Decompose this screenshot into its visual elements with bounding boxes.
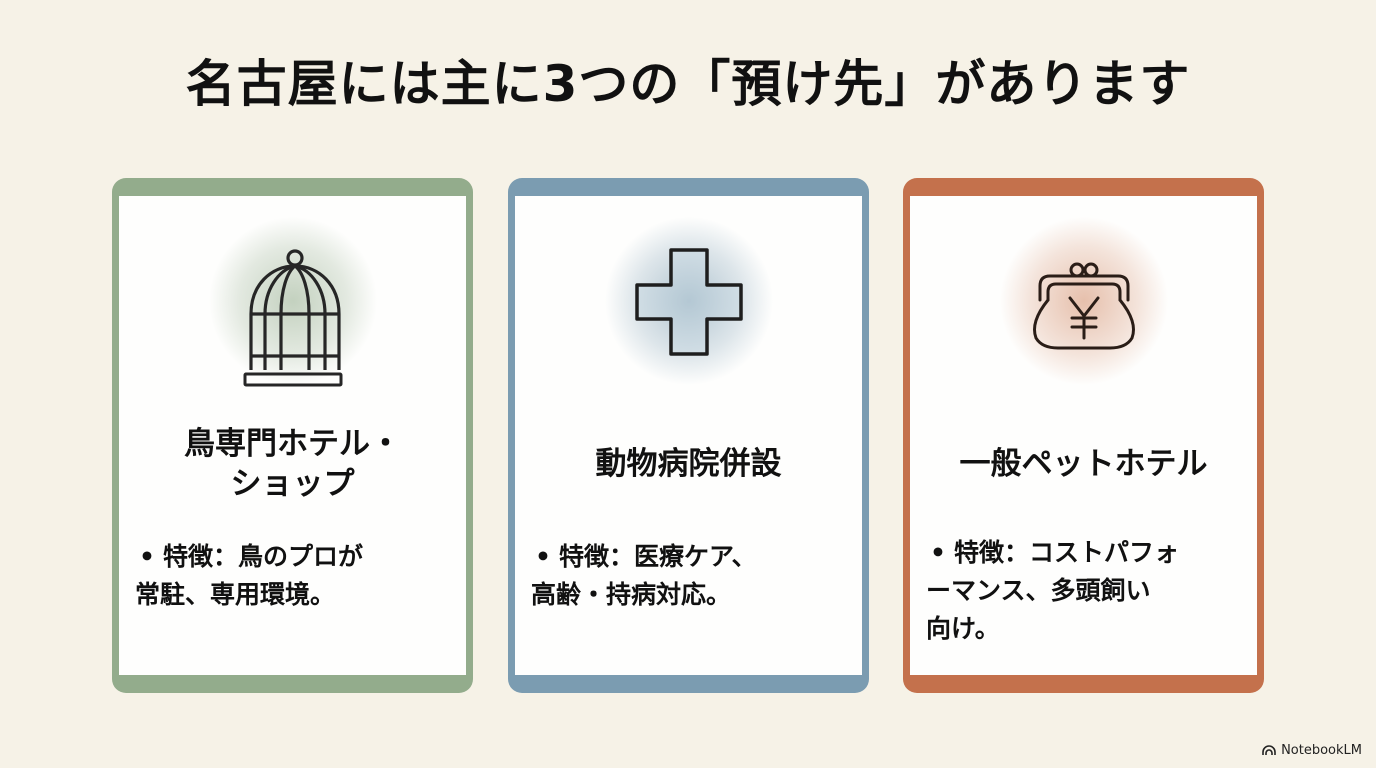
icon-glow — [603, 216, 774, 386]
card-heading: 鳥専門ホテル・ ショップ — [184, 426, 401, 502]
yen-coin-purse-icon — [1032, 262, 1135, 350]
medical-cross-icon — [634, 248, 743, 356]
card-bullet: • 特徴：医療ケア、 高齢・持病対応。 — [531, 542, 757, 609]
birdcage-base — [243, 372, 342, 387]
icon-glow — [207, 216, 378, 386]
card-bullet: • 特徴：コストパフォ ーマンス、多頭飼い 向け。 — [926, 538, 1180, 643]
card-general-pet-hotel: 一般ペットホテル • 特徴：コストパフォ ーマンス、多頭飼い 向け。 — [903, 178, 1264, 693]
icon-glow — [998, 216, 1169, 386]
birdcage-icon — [248, 249, 341, 370]
card-bullet: • 特徴：鳥のプロが 常駐、専用環境。 — [135, 542, 364, 609]
card-animal-hospital: 動物病院併設 • 特徴：医療ケア、 高齢・持病対応。 — [508, 178, 869, 693]
card-bird-hotel: 鳥専門ホテル・ ショップ • 特徴：鳥のプロが 常駐、専用環境。 — [112, 178, 473, 693]
notebooklm-logo-icon — [1262, 745, 1276, 755]
card-heading: 動物病院併設 — [595, 446, 782, 482]
page-title: 名古屋には主に3つの「預け先」があります — [185, 55, 1191, 113]
card-heading: 一般ペットホテル — [959, 446, 1208, 482]
notebooklm-brand: NotebookLM — [1262, 743, 1362, 758]
brand-label: NotebookLM — [1281, 743, 1362, 758]
